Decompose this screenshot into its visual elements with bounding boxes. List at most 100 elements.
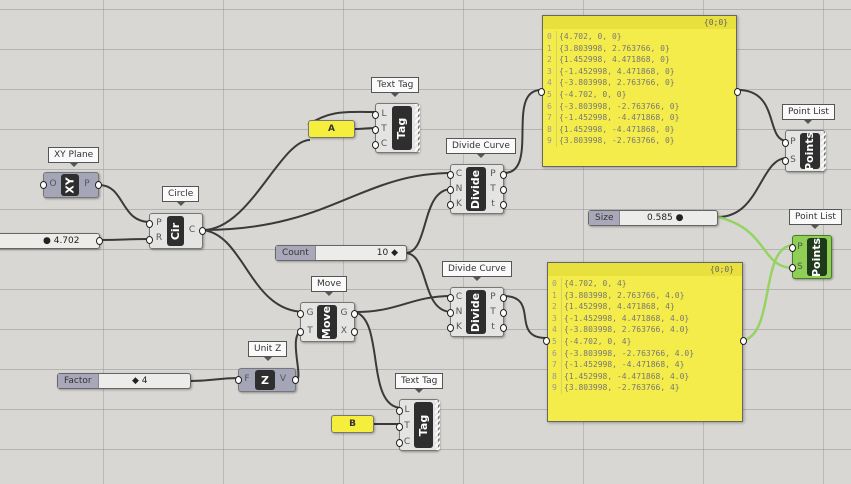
divide1-grip-c[interactable] xyxy=(447,171,454,179)
move-component[interactable]: G T Move G X xyxy=(297,302,358,342)
panel-row-index: 0 xyxy=(547,31,557,43)
panel-1-rows: 0{4.702, 0, 0}1{3.803998, 2.763766, 0}2{… xyxy=(543,29,736,147)
move-grip-out-g[interactable] xyxy=(351,310,358,318)
tag-b-grip-t[interactable] xyxy=(396,423,403,431)
size-slider[interactable]: Size 0.585 ● xyxy=(588,210,718,226)
points-panel-1[interactable]: {0;0} 0{4.702, 0, 0}1{3.803998, 2.763766… xyxy=(538,15,741,167)
pl2-grip-p[interactable] xyxy=(789,244,796,252)
text-tag-a-component[interactable]: L T C Tag xyxy=(372,103,420,153)
divide2-core: Divide xyxy=(466,290,486,334)
tag-a-input-c: C xyxy=(380,139,388,149)
divide1-grip-out-p[interactable] xyxy=(500,171,507,179)
wire-size-to-pointlist1[interactable] xyxy=(717,157,788,218)
pl1-grip-p[interactable] xyxy=(782,139,789,147)
circle-input-r-grip[interactable] xyxy=(146,236,153,244)
divide-curve-2-tag: Divide Curve xyxy=(442,261,512,281)
divide1-grip-n[interactable] xyxy=(447,186,454,194)
pl2-grip-s[interactable] xyxy=(789,264,796,272)
wire-count-to-divide1[interactable] xyxy=(404,188,453,254)
divide2-grip-k[interactable] xyxy=(447,324,454,332)
points-panel-2[interactable]: {0;0} 0{4.702, 0, 4}1{3.803998, 2.763766… xyxy=(543,262,747,422)
panel-row-value: {3.803998, -2.763766, 4} xyxy=(564,383,680,393)
tag-a-grip-l[interactable] xyxy=(372,111,379,119)
move-core: Move xyxy=(317,305,337,339)
text-tag-b-component[interactable]: L T C Tag xyxy=(396,399,440,451)
divide2-input-c: C xyxy=(455,292,463,302)
wire-count-to-divide2[interactable] xyxy=(404,252,453,313)
divide1-grip-out-t[interactable] xyxy=(500,186,507,194)
xy-plane-component[interactable]: O XY P xyxy=(40,172,102,198)
circle-component[interactable]: P R Cir C xyxy=(146,213,206,249)
divide2-grip-out-p[interactable] xyxy=(500,294,507,302)
radius-slider[interactable]: ● 4.702 xyxy=(0,233,103,249)
unit-z-component[interactable]: F Z V xyxy=(235,368,299,392)
wire-factor-to-unitz[interactable] xyxy=(189,377,241,382)
tag-b-grip-l[interactable] xyxy=(396,407,403,415)
panel-1-path: {0;0} xyxy=(543,16,736,29)
panel-row: 0{4.702, 0, 4} xyxy=(548,278,742,290)
unitz-core: Z xyxy=(255,370,275,390)
divide2-grip-n[interactable] xyxy=(447,309,454,317)
panel-2-path: {0;0} xyxy=(548,263,742,276)
panel-1-input-grip[interactable] xyxy=(538,88,545,96)
divide2-grip-c[interactable] xyxy=(447,294,454,302)
factor-slider-value[interactable]: ◆ 4 xyxy=(132,376,148,386)
size-slider-value[interactable]: 0.585 ● xyxy=(647,213,684,223)
count-slider-value[interactable]: 10 ◆ xyxy=(376,248,398,258)
wire-radius-to-circle[interactable] xyxy=(99,238,151,241)
wire-move-to-tagB[interactable] xyxy=(354,311,403,409)
xy-output-grip[interactable] xyxy=(95,181,102,189)
wire-size-to-pointlist2[interactable] xyxy=(717,215,795,270)
circle-output-grip[interactable] xyxy=(199,227,206,235)
divide1-grip-k[interactable] xyxy=(447,201,454,209)
move-grip-t[interactable] xyxy=(297,328,304,336)
divide1-core: Divide xyxy=(466,167,486,211)
panel-row-value: {-1.452998, -4.471868, 0} xyxy=(559,113,680,123)
divide2-output-t: T xyxy=(490,307,496,317)
divide-curve-1-component[interactable]: C N K Divide P T t xyxy=(447,164,507,214)
pl1-grip-s[interactable] xyxy=(782,157,789,165)
panel-2-input-grip[interactable] xyxy=(543,337,550,345)
move-grip-out-x[interactable] xyxy=(351,328,358,336)
factor-slider[interactable]: Factor ◆ 4 xyxy=(57,373,191,389)
divide2-grip-out-tt[interactable] xyxy=(500,324,507,332)
tag-a-grip-c[interactable] xyxy=(372,141,379,149)
wire-divide1-to-panel1[interactable] xyxy=(503,89,542,174)
panel-1-output-grip[interactable] xyxy=(734,88,741,96)
wire-move-to-divide2[interactable] xyxy=(354,295,453,313)
xy-input-grip[interactable] xyxy=(40,181,47,189)
wire-divide2-to-panel2[interactable] xyxy=(503,295,547,339)
panel-row-index: 3 xyxy=(552,312,562,325)
divide1-grip-out-tt[interactable] xyxy=(500,201,507,209)
circle-input-p-grip[interactable] xyxy=(146,220,153,228)
panel-2-output-grip[interactable] xyxy=(740,337,747,345)
count-slider[interactable]: Count 10 ◆ xyxy=(275,245,407,261)
tag-b-jagged-edge xyxy=(435,400,440,450)
panel-row: 8{1.452998, -4.471868, 4.0} xyxy=(548,370,742,383)
panel-row: 2{1.452998, 4.471868, 4} xyxy=(548,301,742,313)
unitz-input-f: F xyxy=(244,374,250,384)
radius-slider-value[interactable]: ● 4.702 xyxy=(43,236,80,246)
panel-row: 3{-1.452998, 4.471868, 4.0} xyxy=(548,312,742,325)
text-b-panel[interactable]: B xyxy=(331,415,374,433)
unitz-grip-out-v[interactable] xyxy=(292,376,299,384)
wire-xy-to-circle[interactable] xyxy=(98,184,151,223)
tag-a-input-t: T xyxy=(381,124,387,134)
divide-curve-2-component[interactable]: C N K Divide P T t xyxy=(447,287,507,337)
panel-row: 6{-3.803998, -2.763766, 4.0} xyxy=(548,347,742,360)
panel-row: 6{-3.803998, -2.763766, 0} xyxy=(543,100,736,113)
tag-a-grip-t[interactable] xyxy=(372,126,379,134)
point-list-2-component[interactable]: P S Points xyxy=(789,235,832,279)
wire-circle-to-divide1[interactable] xyxy=(202,172,453,231)
tag-b-grip-c[interactable] xyxy=(396,439,403,447)
unitz-grip-f[interactable] xyxy=(235,376,242,384)
divide2-grip-out-t[interactable] xyxy=(500,309,507,317)
radius-output-grip[interactable] xyxy=(96,237,103,245)
wire-circle-to-move[interactable] xyxy=(202,229,306,313)
wire-panel1-to-pointlist1[interactable] xyxy=(737,89,788,142)
move-grip-g[interactable] xyxy=(297,310,304,318)
point-list-1-component[interactable]: P S Points xyxy=(782,130,826,172)
text-a-panel[interactable]: A xyxy=(308,120,355,138)
wire-panel2-to-pointlist2[interactable] xyxy=(744,243,795,342)
